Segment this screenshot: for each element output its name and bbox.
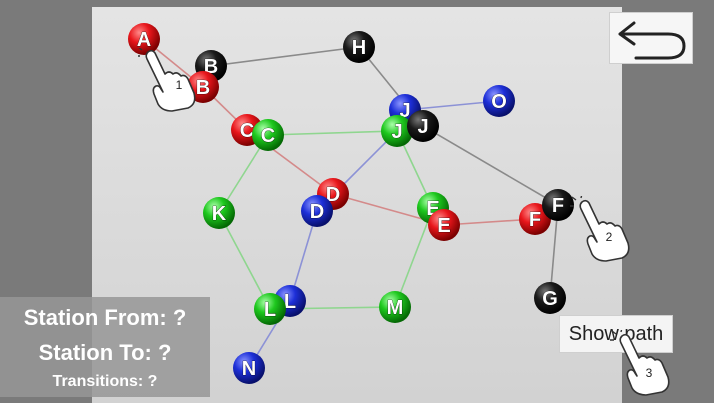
station-marker [407, 110, 439, 142]
station-marker [519, 203, 551, 235]
connection-M-E [394, 207, 434, 308]
route-info-panel: Station From: ? Station To: ? Transition… [0, 297, 210, 397]
station-label: J [391, 121, 402, 143]
station-F2[interactable]: F [542, 189, 574, 221]
station-label: G [542, 288, 558, 310]
station-label: F [529, 209, 541, 231]
station-label: F [552, 195, 564, 217]
station-label: J [417, 116, 428, 138]
station-marker [534, 282, 566, 314]
station-marker [233, 352, 265, 384]
station-marker [343, 31, 375, 63]
station-D2[interactable]: D [301, 195, 333, 227]
connection-J3-F2 [422, 125, 559, 206]
station-marker [203, 197, 235, 229]
connection-C2-J2 [267, 130, 398, 136]
station-O[interactable]: O [483, 85, 515, 117]
transitions-label: Transitions: ? [52, 373, 158, 390]
back-button[interactable] [609, 12, 693, 64]
station-label: O [491, 91, 507, 113]
station-H[interactable]: H [343, 31, 375, 63]
station-marker [254, 293, 286, 325]
station-label: H [352, 37, 366, 59]
station-label: L [284, 291, 296, 313]
station-marker [428, 209, 460, 241]
show-path-button[interactable]: Show path [559, 315, 673, 353]
station-marker [381, 115, 413, 147]
station-M[interactable]: M [379, 291, 411, 323]
station-label: E [437, 215, 450, 237]
station-label: C [261, 125, 275, 147]
station-marker [483, 85, 515, 117]
station-E2[interactable]: E [428, 209, 460, 241]
station-to-label: Station To: ? [38, 340, 172, 365]
station-label: A [137, 29, 151, 51]
station-B2[interactable]: B [187, 71, 219, 103]
station-marker [128, 23, 160, 55]
station-L2[interactable]: L [254, 293, 286, 325]
station-K[interactable]: K [203, 197, 235, 229]
back-arrow-icon [618, 21, 686, 60]
station-F[interactable]: F [519, 203, 551, 235]
station-N[interactable]: N [233, 352, 265, 384]
station-label: J [399, 100, 410, 122]
station-C2[interactable]: C [252, 119, 284, 151]
connection-B-H [210, 46, 360, 67]
station-label: B [196, 77, 210, 99]
station-marker [379, 291, 411, 323]
station-marker [252, 119, 284, 151]
station-J2[interactable]: J [381, 115, 413, 147]
station-label: L [264, 299, 276, 321]
station-label: M [387, 297, 404, 319]
station-G[interactable]: G [534, 282, 566, 314]
station-label: N [242, 358, 256, 380]
station-from-label: Station From: ? [23, 305, 187, 330]
station-label: D [326, 184, 340, 206]
station-A[interactable]: A [128, 23, 160, 55]
connection-K-L2 [218, 212, 271, 310]
station-label: C [240, 120, 254, 142]
station-marker [542, 189, 574, 221]
station-label: K [212, 203, 227, 225]
station-marker [301, 195, 333, 227]
station-label: D [310, 201, 324, 223]
station-J3[interactable]: J [407, 110, 439, 142]
